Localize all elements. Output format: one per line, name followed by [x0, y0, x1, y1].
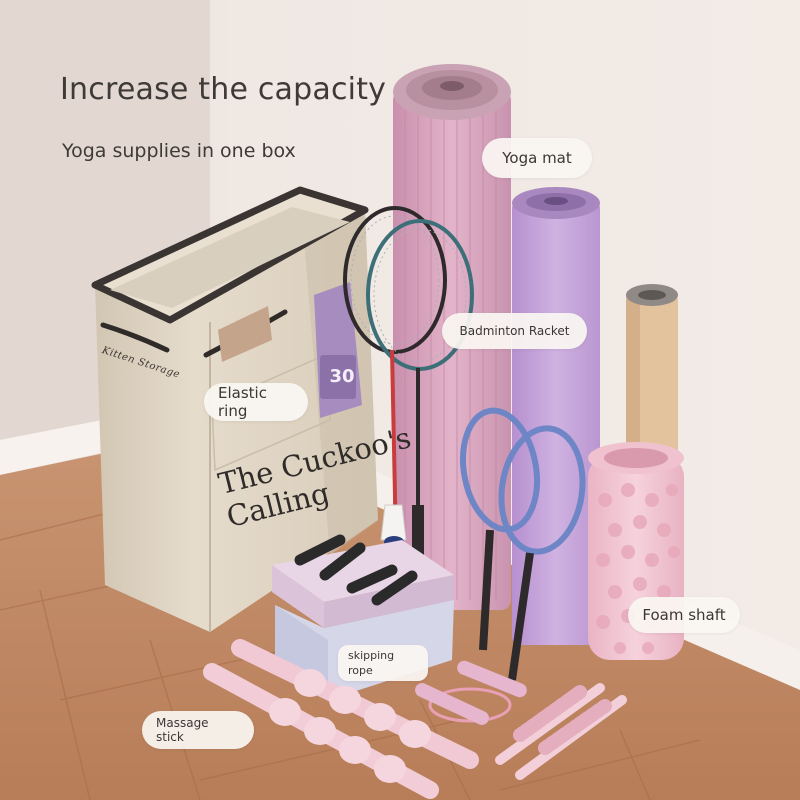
massage-sticks	[203, 639, 479, 799]
label-foam-shaft: Foam shaft	[628, 597, 740, 633]
elastic-band-tag: 30	[329, 366, 355, 387]
label-skipping-rope: skipping rope	[338, 645, 428, 681]
label-skipping-rope-line1: skipping	[348, 649, 395, 662]
label-skipping-rope-line2: rope	[348, 664, 373, 677]
page-heading: Increase the capacity	[60, 72, 387, 107]
hand-grippers	[294, 534, 418, 606]
purple-yoga-mat	[512, 187, 600, 645]
page-subheading: Yoga supplies in one box	[62, 140, 296, 162]
label-yoga-mat: Yoga mat	[482, 138, 592, 178]
badminton-rackets	[343, 206, 474, 560]
blue-rackets	[460, 407, 586, 681]
wooden-roll	[626, 284, 678, 480]
mini-rollers	[495, 683, 627, 780]
label-badminton-racket: Badminton Racket	[442, 313, 587, 349]
label-elastic-ring: Elastic ring	[204, 383, 308, 421]
skipping-rope	[415, 660, 527, 725]
label-massage-stick: Massage stick	[142, 711, 254, 749]
